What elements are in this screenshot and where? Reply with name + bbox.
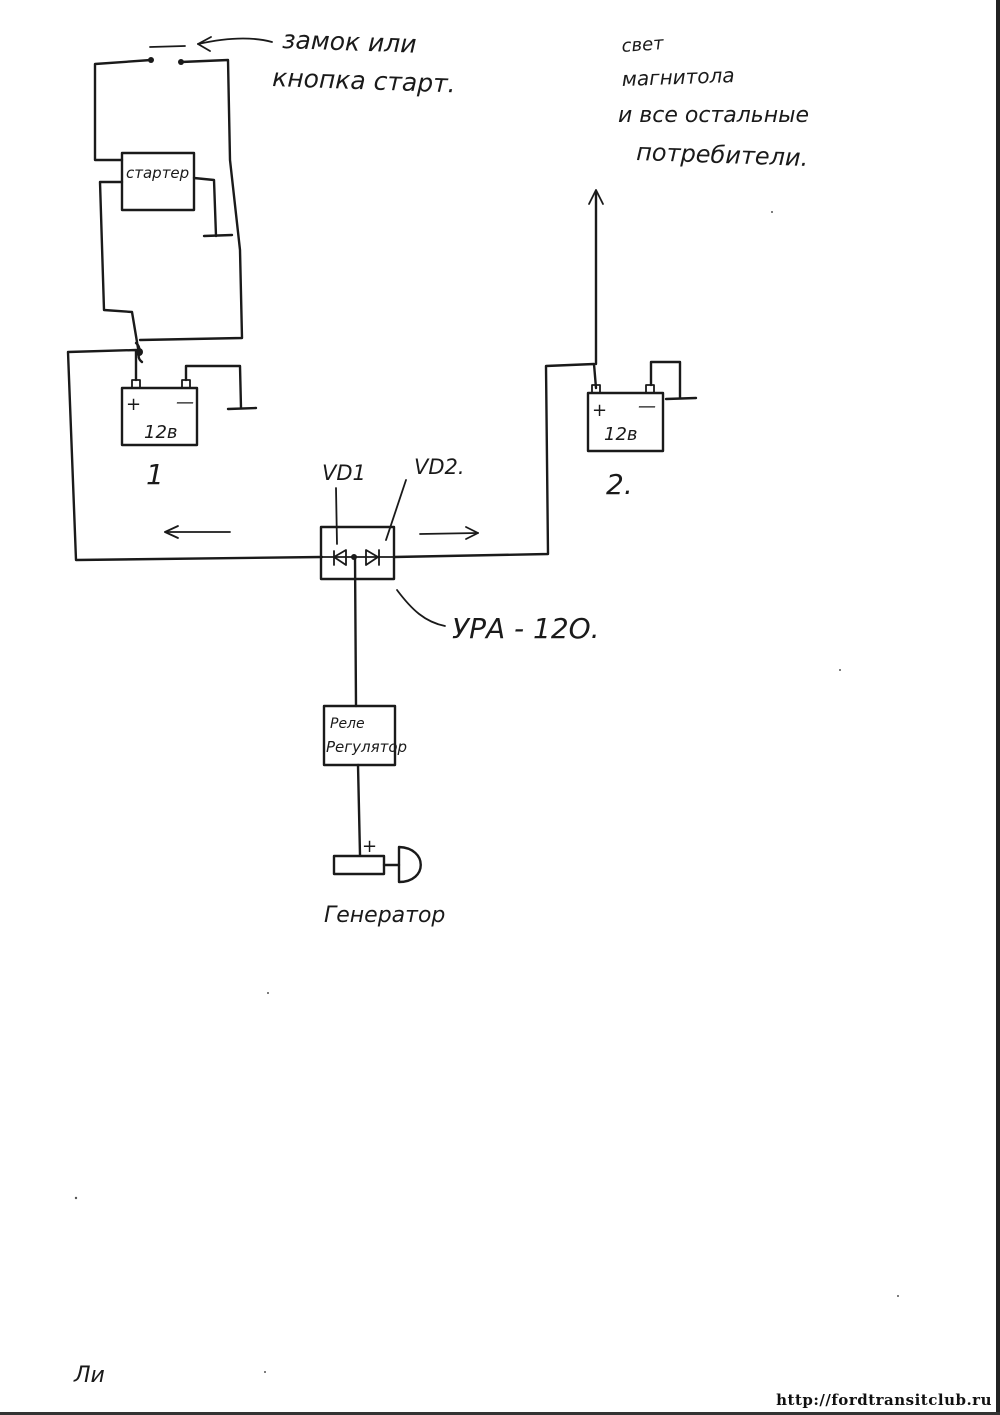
vd-pointer-lines [335, 479, 407, 545]
battery-2-minus: — [638, 396, 656, 417]
battery-2-plus: + [592, 400, 607, 421]
vd1-label: VD1 [322, 461, 366, 485]
generator-plus: + [362, 836, 377, 857]
battery-2: + — 12в 2. [586, 384, 665, 501]
diode-unit-pointer [396, 589, 446, 627]
battery-1-ground-wire [184, 364, 258, 411]
battery-2-voltage: 12в [604, 424, 638, 445]
switch-note-line-1: замок или [282, 25, 417, 59]
diode-to-regulator-wire [353, 555, 358, 708]
battery-2-number: 2. [606, 468, 633, 501]
diode-unit-label: УРА - 12О. [452, 612, 600, 645]
bus-to-battery-2 [392, 362, 598, 559]
consumers-feed-arrow [588, 189, 604, 366]
battery-1-plus: + [126, 394, 141, 415]
battery-1-minus: — [176, 392, 194, 413]
vd2-label: VD2. [414, 455, 465, 479]
relay-label-line-2: Регулятор [326, 738, 407, 756]
diode-vd1 [333, 549, 347, 566]
starter-block: стартер [120, 151, 196, 212]
right-flow-arrow [419, 526, 479, 540]
battery-2-ground-wire [649, 360, 698, 401]
diode-vd2 [365, 549, 380, 566]
scan-edge-right [996, 0, 1000, 1415]
footer-scribble: Ли [73, 1363, 105, 1388]
consumers-note-line-1: свет [621, 33, 665, 57]
relay-label-line-1: Реле [330, 716, 365, 732]
battery-1-voltage: 12в [144, 422, 178, 443]
switch-note-line-2: кнопка старт. [272, 63, 456, 98]
generator-label: Генератор [324, 903, 445, 928]
starter-label: стартер [126, 164, 189, 182]
scan-specks [74, 211, 899, 1373]
generator-symbol: + [332, 836, 422, 884]
left-flow-arrow [164, 525, 231, 539]
scan-edge-bottom [0, 1412, 1000, 1415]
switch-pointer-arrow [197, 36, 273, 52]
regulator-to-generator-wire [356, 763, 362, 857]
starter-circuit-wires [93, 58, 244, 350]
start-switch [148, 45, 186, 65]
consumers-note-line-2: магнитола [621, 63, 735, 91]
site-watermark: http://fordtransitclub.ru [776, 1391, 992, 1409]
bus-to-battery-1 [66, 348, 324, 562]
consumers-note-line-3: и все остальные [618, 103, 809, 128]
relay-regulator-block: Реле Регулятор [322, 704, 407, 767]
battery-1: + — 12в 1 [120, 379, 199, 491]
consumers-note-line-4: потребители. [636, 138, 809, 172]
diode-unit [319, 525, 396, 581]
battery-1-number: 1 [146, 458, 164, 491]
